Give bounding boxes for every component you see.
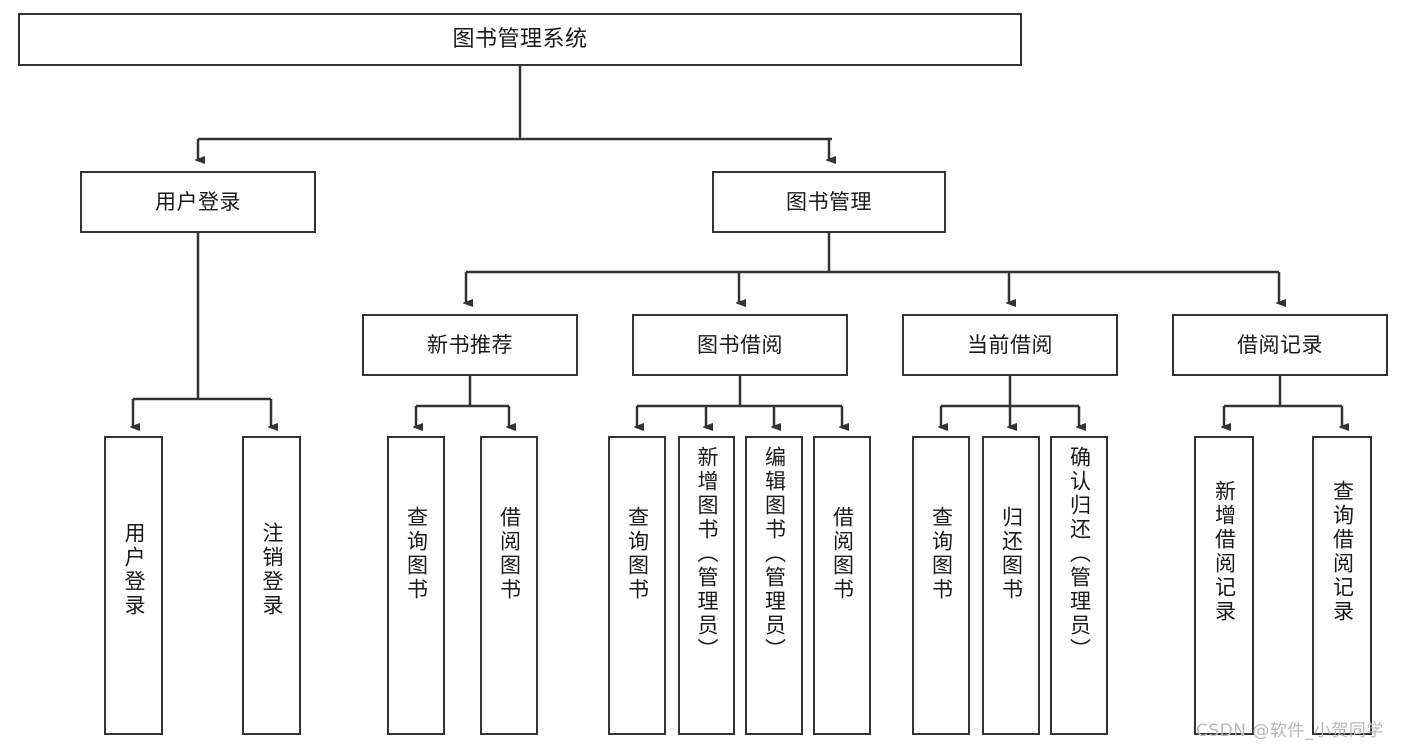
node-label: 图书借阅 [697,332,783,357]
leaf-edit-book[interactable]: 编辑图书（管理员） [745,436,803,735]
node-current-borrow[interactable]: 当前借阅 [902,314,1118,376]
leaf-user-logout[interactable]: 注销登录 [242,436,301,735]
node-book-manage[interactable]: 图书管理 [712,171,946,233]
csdn-watermark: CSDN @软件_小贺同学 [1196,721,1384,741]
node-label: 查询图书 [929,506,954,602]
leaf-query-book-current[interactable]: 查询图书 [912,436,970,735]
leaf-user-login[interactable]: 用户登录 [104,436,163,735]
leaf-query-borrow-record[interactable]: 查询借阅记录 [1312,436,1372,735]
node-borrow-record[interactable]: 借阅记录 [1172,314,1388,376]
node-root-system[interactable]: 图书管理系统 [18,13,1022,66]
node-book-borrow[interactable]: 图书借阅 [632,314,848,376]
leaf-confirm-return[interactable]: 确认归还（管理员） [1050,436,1108,735]
node-label: 图书管理系统 [452,26,588,52]
node-label: 新书推荐 [427,332,513,357]
leaf-return-book[interactable]: 归还图书 [982,436,1040,735]
node-user-login[interactable]: 用户登录 [80,171,316,233]
node-label: 用户登录 [122,522,146,618]
node-label: 编辑图书（管理员） [762,446,787,662]
node-label: 借阅记录 [1237,332,1323,357]
node-new-book-recommend[interactable]: 新书推荐 [362,314,578,376]
node-label: 归还图书 [999,506,1024,602]
leaf-query-book-recommend[interactable]: 查询图书 [387,436,445,735]
node-label: 注销登录 [260,522,284,618]
leaf-borrow-book-recommend[interactable]: 借阅图书 [480,436,538,735]
node-label: 查询借阅记录 [1330,480,1355,624]
node-label: 借阅图书 [830,506,855,602]
leaf-add-borrow-record[interactable]: 新增借阅记录 [1194,436,1254,735]
node-label: 借阅图书 [497,506,522,602]
leaf-query-book-borrow[interactable]: 查询图书 [608,436,666,735]
node-label: 新增借阅记录 [1212,480,1237,624]
leaf-borrow-book[interactable]: 借阅图书 [813,436,871,735]
leaf-add-book[interactable]: 新增图书（管理员） [678,436,735,735]
node-label: 当前借阅 [967,332,1053,357]
node-label: 确认归还（管理员） [1067,446,1092,662]
node-label: 用户登录 [155,189,241,214]
node-label: 查询图书 [625,506,650,602]
node-label: 新增图书（管理员） [695,446,719,662]
node-label: 查询图书 [404,506,429,602]
node-label: 图书管理 [786,189,872,214]
